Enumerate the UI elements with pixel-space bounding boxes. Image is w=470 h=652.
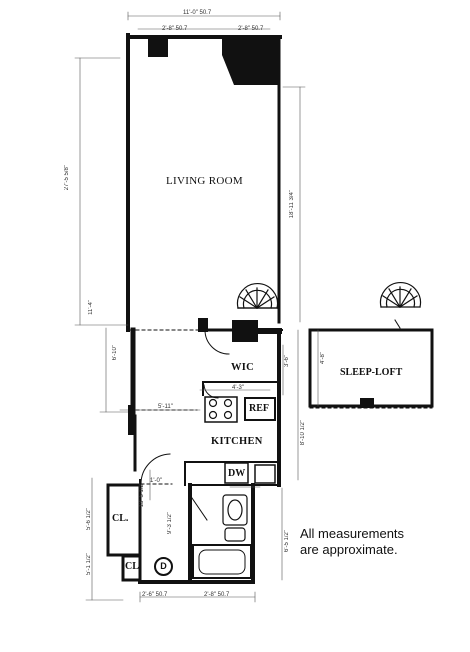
measurements-note: All measurements are approximate.: [300, 526, 404, 558]
dishwasher: [224, 462, 249, 484]
door-swings: [140, 329, 230, 485]
dim-top-left: 2'-8" 50.7: [162, 26, 188, 32]
dim-lower-left: 11'-4": [88, 300, 94, 315]
dim-top-right: 2'-8" 50.7: [238, 26, 264, 32]
closet-small-label: CL: [125, 561, 139, 572]
dim-living-height-right: 18'-11 3/4": [289, 190, 295, 219]
dw-label: DW: [228, 468, 246, 479]
closet-label: CL.: [112, 513, 129, 524]
bathroom-fixtures: [191, 494, 252, 579]
kitchen-sink: [254, 464, 276, 484]
dim-sleep-height: 4'-8": [320, 352, 326, 364]
wic-label: WIC: [231, 362, 255, 373]
dim-kitchen-width: 1'-0": [150, 478, 162, 484]
dim-closet-height: 5'-6 1/2": [86, 508, 92, 530]
dim-lower-small: 5'-1 1/2": [86, 553, 92, 575]
range: [204, 396, 238, 423]
kitchen-label: KITCHEN: [211, 436, 263, 447]
dim-wic-right: 3'-6": [284, 355, 290, 367]
dim-bottom-right: 2'-8" 50.7: [204, 592, 230, 598]
measurements-note-line1: All measurements: [300, 526, 405, 541]
spiral-stair-loft: [379, 281, 422, 329]
dim-bath-height: 13'-5 1/2": [139, 482, 145, 508]
sleep-loft-label: SLEEP-LOFT: [340, 367, 403, 378]
dim-bath-inner: 9'-3 1/2": [167, 512, 173, 534]
ref-label: REF: [249, 403, 269, 414]
spiral-stair-living: [236, 282, 279, 309]
dim-wic-width: 4'-3": [232, 385, 244, 391]
dim-bottom-left: 2'-6" 50.7: [142, 592, 168, 598]
dryer-symbol: D: [154, 557, 173, 576]
dim-bath-right: 6'-5 1/2": [284, 530, 290, 552]
solid-wall-masses: [128, 39, 374, 435]
living-room-label: LIVING ROOM: [166, 175, 243, 187]
dim-hall-width: 5'-11": [158, 404, 173, 410]
measurements-note-line2: are approximate.: [300, 542, 398, 557]
dimension-lines: [74, 11, 319, 603]
dim-living-height-left: 27'-5 5/8": [64, 165, 70, 191]
closet-walls: [106, 483, 142, 582]
refrigerator: [244, 397, 276, 421]
dim-top-overall: 11'-0" 50.7: [183, 10, 212, 16]
dim-wic-height: 6'-10": [112, 345, 118, 361]
dim-kitchen-right: 8'-10 1/2": [300, 420, 306, 446]
